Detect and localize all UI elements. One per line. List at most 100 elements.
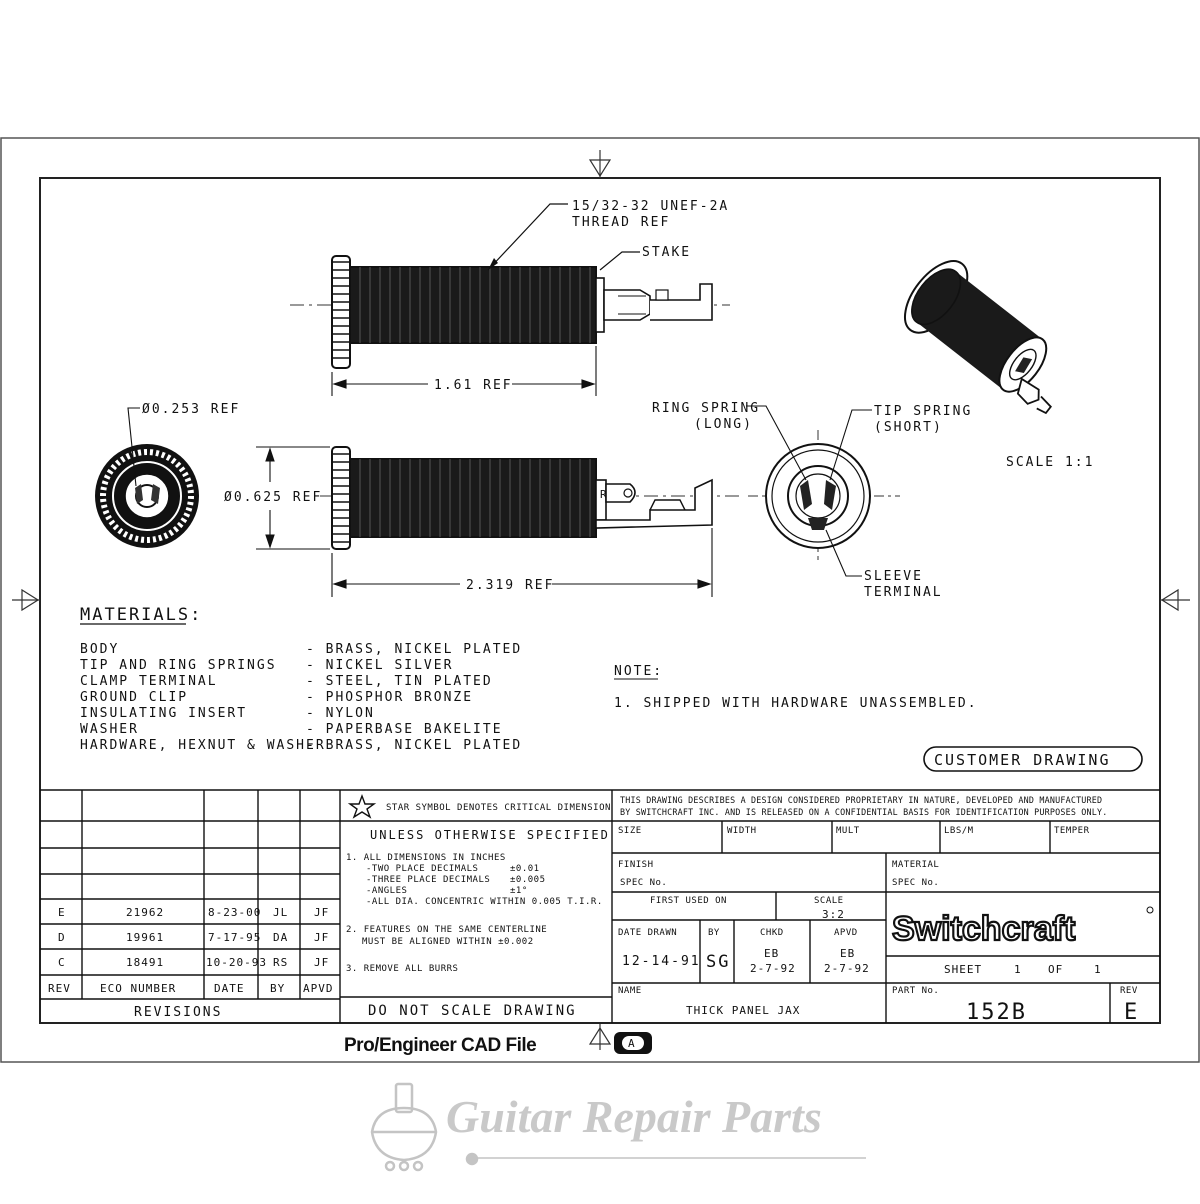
rev-cell: E (58, 906, 66, 919)
date-header: DATE (214, 982, 245, 995)
tip-spring-label-2: (SHORT) (874, 420, 943, 435)
materials-part: TIP AND RING SPRINGS (80, 658, 277, 673)
materials-part: WASHER (80, 722, 139, 737)
company-title-block: THIS DRAWING DESCRIBES A DESIGN CONSIDER… (618, 795, 1154, 1025)
materials-part: BODY (80, 642, 119, 657)
customer-drawing-stamp: CUSTOMER DRAWING (923, 746, 1143, 772)
apvd-value-2: 2-7-92 (824, 962, 870, 975)
sheet-total: 1 (1094, 963, 1102, 976)
r-mark: R (600, 488, 608, 501)
chkd-value-2: 2-7-92 (750, 962, 796, 975)
star-icon (347, 794, 377, 819)
spec-line-1: 1. ALL DIMENSIONS IN INCHES (346, 853, 506, 863)
by-header: BY (270, 982, 285, 995)
materials-mat: - NYLON (306, 706, 375, 721)
materials-part: CLAMP TERMINAL (80, 674, 218, 689)
eco-cell: 21962 (126, 906, 164, 919)
sleeve-terminal-callout: SLEEVE TERMINAL (825, 529, 943, 600)
stake-label: STAKE (642, 245, 691, 260)
spec-line-4: -ANGLES (366, 886, 407, 896)
rev-cell: C (58, 956, 66, 969)
materials-part: HARDWARE, HEXNUT & WASHER (80, 738, 326, 753)
size-label: SIZE (618, 826, 642, 836)
revisions-table: E 21962 8-23-00 JL JF D 19961 7-17-95 DA… (48, 906, 333, 1020)
dimension-2-319-label: 2.319 REF (466, 578, 554, 593)
chkd-label: CHKD (760, 928, 784, 938)
note-heading: NOTE: (614, 664, 663, 679)
finish-label: FINISH (618, 860, 654, 870)
dimension-0-625 (256, 446, 330, 550)
by-cell: JL (273, 906, 288, 919)
eco-cell: 18491 (126, 956, 164, 969)
jack-side-view-bottom: R (320, 446, 740, 550)
unless-label: UNLESS OTHERWISE SPECIFIED (370, 828, 610, 842)
sheet-label: SHEET (944, 963, 982, 976)
sheet-number: 1 (1014, 963, 1022, 976)
apvd-value-1: EB (840, 947, 855, 960)
material-label: MATERIAL (892, 860, 939, 870)
cad-footer: Pro/Engineer CAD File A (344, 1032, 652, 1056)
materials-mat: - NICKEL SILVER (306, 658, 453, 673)
finish-spec-label: SPEC No. (620, 878, 667, 888)
tip-spring-callout: TIP SPRING (SHORT) (829, 404, 972, 481)
star-note: STAR SYMBOL DENOTES CRITICAL DIMENSION (386, 803, 611, 813)
sleeve-label-2: TERMINAL (864, 585, 943, 600)
dimension-1-61 (331, 346, 597, 396)
date-drawn-label: DATE DRAWN (618, 928, 677, 938)
thread-label-2: THREAD REF (572, 215, 670, 230)
jack-isometric-view (904, 260, 1052, 415)
materials-mat: - BRASS, NICKEL PLATED (306, 738, 522, 753)
lbs-label: LBS/M (944, 826, 974, 836)
ring-spring-label-1: RING SPRING (652, 401, 760, 416)
date-cell: 10-20-93 (206, 956, 267, 969)
apvd-cell: JF (314, 931, 329, 944)
jack-front-view (95, 444, 199, 548)
dimension-0-625-label: Ø0.625 REF (224, 490, 322, 505)
materials-part: GROUND CLIP (80, 690, 188, 705)
materials-heading: MATERIALS: (80, 605, 202, 625)
by-cell: RS (273, 956, 288, 969)
jack-rear-view (748, 430, 900, 560)
tolerance-block: STAR SYMBOL DENOTES CRITICAL DIMENSION U… (346, 794, 611, 1019)
eco-header: ECO NUMBER (100, 982, 176, 995)
spec-line-2-value: ±0.01 (510, 864, 540, 874)
spec-line-3: -THREE PLACE DECIMALS (366, 875, 490, 885)
customer-drawing-label: CUSTOMER DRAWING (934, 751, 1111, 769)
note-line-1: 1. SHIPPED WITH HARDWARE UNASSEMBLED. (614, 696, 978, 711)
outer-frame (0, 137, 1200, 1063)
sleeve-label-1: SLEEVE (864, 569, 923, 584)
stake-callout: STAKE (599, 245, 691, 271)
sheet-size-label: A (628, 1037, 636, 1050)
disclaimer-line-2: BY SWITCHCRAFT INC. AND IS RELEASED ON A… (620, 807, 1108, 817)
scale-value: 3:2 (822, 908, 845, 921)
spec-line-5: -ALL DIA. CONCENTRIC WITHIN 0.005 T.I.R. (366, 897, 603, 907)
eco-cell: 19961 (126, 931, 164, 944)
dia-0253-label: Ø0.253 REF (142, 402, 240, 417)
note-block: NOTE: 1. SHIPPED WITH HARDWARE UNASSEMBL… (614, 664, 978, 711)
thread-label-1: 15/32-32 UNEF-2A (572, 199, 729, 214)
tip-spring-label-1: TIP SPRING (874, 404, 972, 419)
potentiometer-icon (370, 1082, 866, 1172)
thread-callout: 15/32-32 UNEF-2A THREAD REF (487, 199, 729, 271)
do-not-scale-label: DO NOT SCALE DRAWING (368, 1003, 577, 1019)
apvd-cell: JF (314, 956, 329, 969)
spec-line-2: -TWO PLACE DECIMALS (366, 864, 478, 874)
centering-marks (12, 150, 1190, 1050)
part-label: PART No. (892, 986, 939, 996)
spec-line-4-value: ±1° (510, 886, 528, 896)
material-spec-label: SPEC No. (892, 878, 939, 888)
name-label: NAME (618, 986, 642, 996)
watermark-text: Guitar Repair Parts (446, 1091, 822, 1142)
width-label: WIDTH (727, 826, 757, 836)
rev-cell: D (58, 931, 66, 944)
apvd-label: APVD (834, 928, 858, 938)
rev-value: E (1124, 1000, 1139, 1025)
temper-label: TEMPER (1054, 826, 1090, 836)
jack-side-view-top (290, 255, 730, 369)
part-value: 152B (966, 1000, 1027, 1025)
materials-mat: - STEEL, TIN PLATED (306, 674, 493, 689)
disclaimer-line-1: THIS DRAWING DESCRIBES A DESIGN CONSIDER… (620, 795, 1102, 805)
of-label: OF (1048, 963, 1063, 976)
rev-label: REV (1120, 986, 1138, 996)
